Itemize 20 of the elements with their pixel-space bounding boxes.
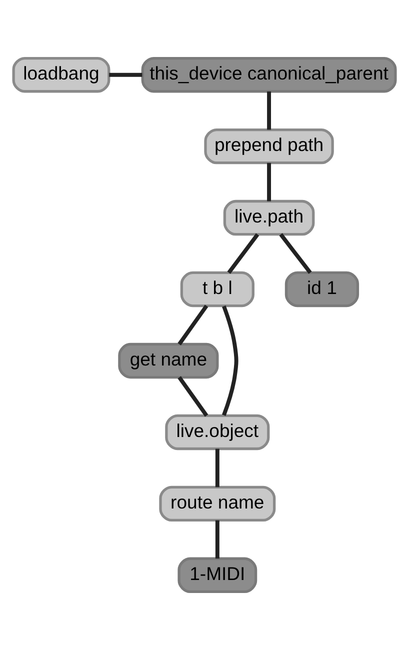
connector	[109, 72, 142, 77]
node-box: id 1	[284, 271, 360, 308]
connector	[267, 162, 271, 202]
node-box: loadbang	[12, 56, 110, 93]
connector	[267, 91, 271, 130]
node-box: route name	[159, 486, 276, 522]
node-box: get name	[118, 342, 219, 379]
connector	[178, 376, 208, 417]
node-box: 1-MIDI	[178, 557, 258, 594]
connector	[227, 233, 260, 274]
node-box: this_device canonical_parent	[141, 56, 397, 93]
connector	[178, 304, 208, 346]
node-box: t b l	[180, 271, 254, 308]
connector	[215, 448, 220, 488]
connector	[215, 520, 220, 559]
connector	[222, 306, 238, 416]
connector	[279, 233, 312, 274]
node-box: live.path	[223, 200, 315, 236]
node-box: live.object	[165, 414, 270, 450]
node-box: prepend path	[204, 128, 334, 164]
